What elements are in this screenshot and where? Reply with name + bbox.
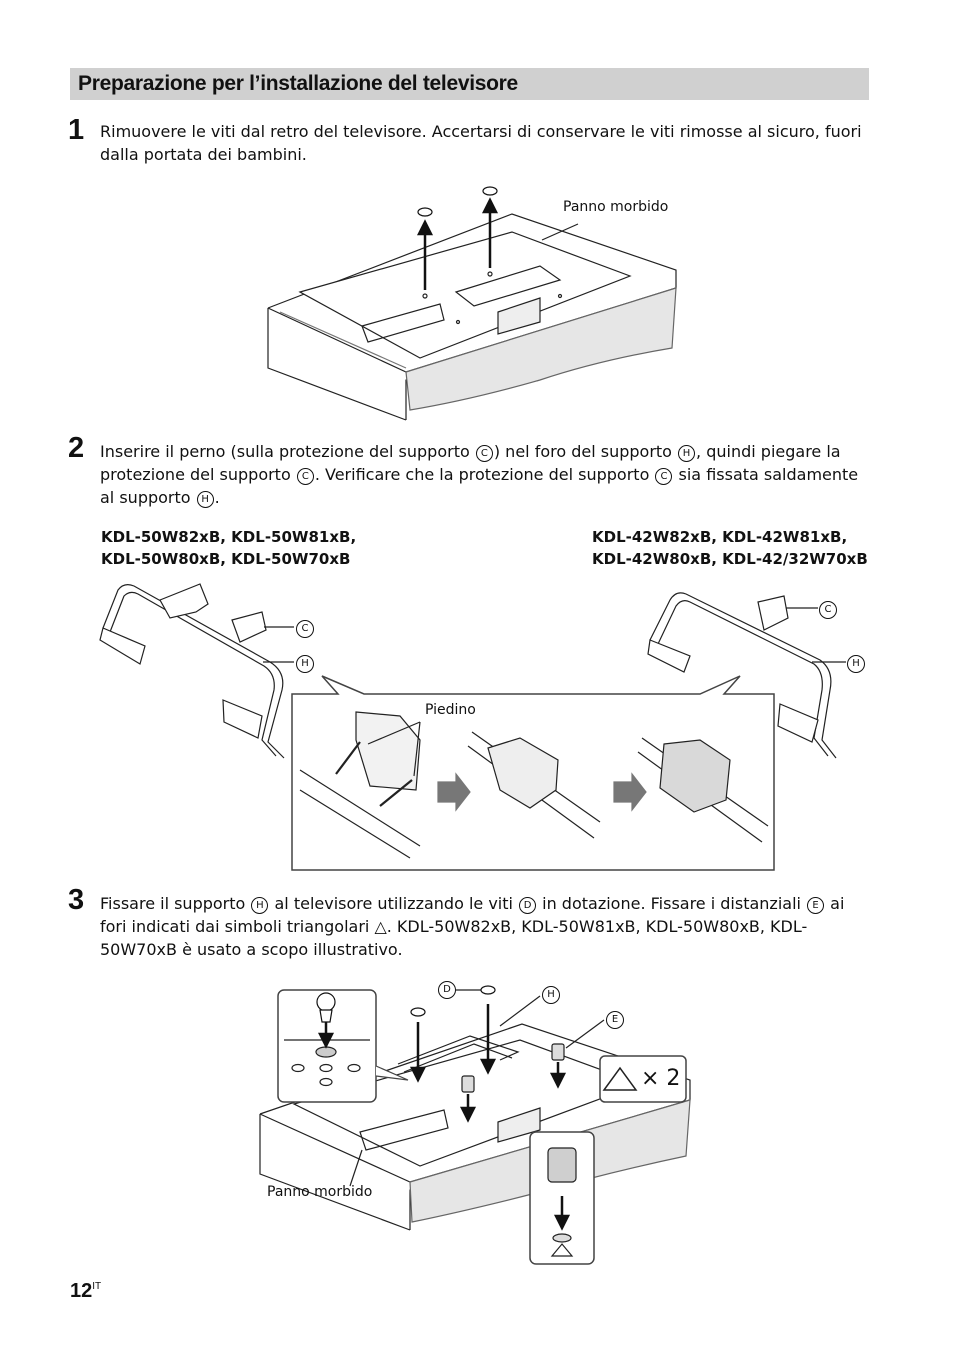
circle-d-marker: D xyxy=(519,897,537,914)
label-h-left: H xyxy=(296,655,314,673)
circle-h-marker: H xyxy=(251,897,269,914)
circle-c-marker: C xyxy=(655,468,673,485)
label-d: D xyxy=(438,981,456,999)
model-list-right: KDL-42W82xB, KDL-42W81xB, KDL-42W80xB, K… xyxy=(592,528,868,568)
step-2-text: Inserire il perno (sulla protezione del … xyxy=(100,442,859,508)
times-two-label: × 2 xyxy=(641,1066,681,1091)
label-h-right: H xyxy=(847,655,865,673)
label-c-right: C xyxy=(819,601,837,619)
label-e: E xyxy=(606,1011,624,1029)
step-3-text: Fissare il supporto H al televisore util… xyxy=(100,894,845,959)
circle-c-marker: C xyxy=(296,468,314,485)
label-c-left: C xyxy=(296,620,314,638)
step-2-number: 2 xyxy=(68,432,85,464)
foot-label: Piedino xyxy=(425,702,476,718)
model-list-left: KDL-50W82xB, KDL-50W81xB, KDL-50W80xB, K… xyxy=(101,528,357,568)
page-number: 12IT xyxy=(70,1280,102,1302)
step-3-number: 3 xyxy=(68,884,85,916)
circle-c-marker: C xyxy=(475,445,493,462)
section-title: Preparazione per l’installazione del tel… xyxy=(78,72,518,95)
soft-cloth-label-1: Panno morbido xyxy=(563,199,669,215)
circle-e-marker: E xyxy=(807,897,825,914)
step-1-number: 1 xyxy=(68,114,85,146)
circle-h-marker: H xyxy=(678,445,696,462)
section-header-bar xyxy=(70,68,869,100)
label-h-step3: H xyxy=(542,986,560,1004)
circle-h-marker: H xyxy=(196,491,214,508)
step-1-text: Rimuovere le viti dal retro del televiso… xyxy=(100,122,862,164)
soft-cloth-label-3: Panno morbido xyxy=(267,1184,373,1200)
